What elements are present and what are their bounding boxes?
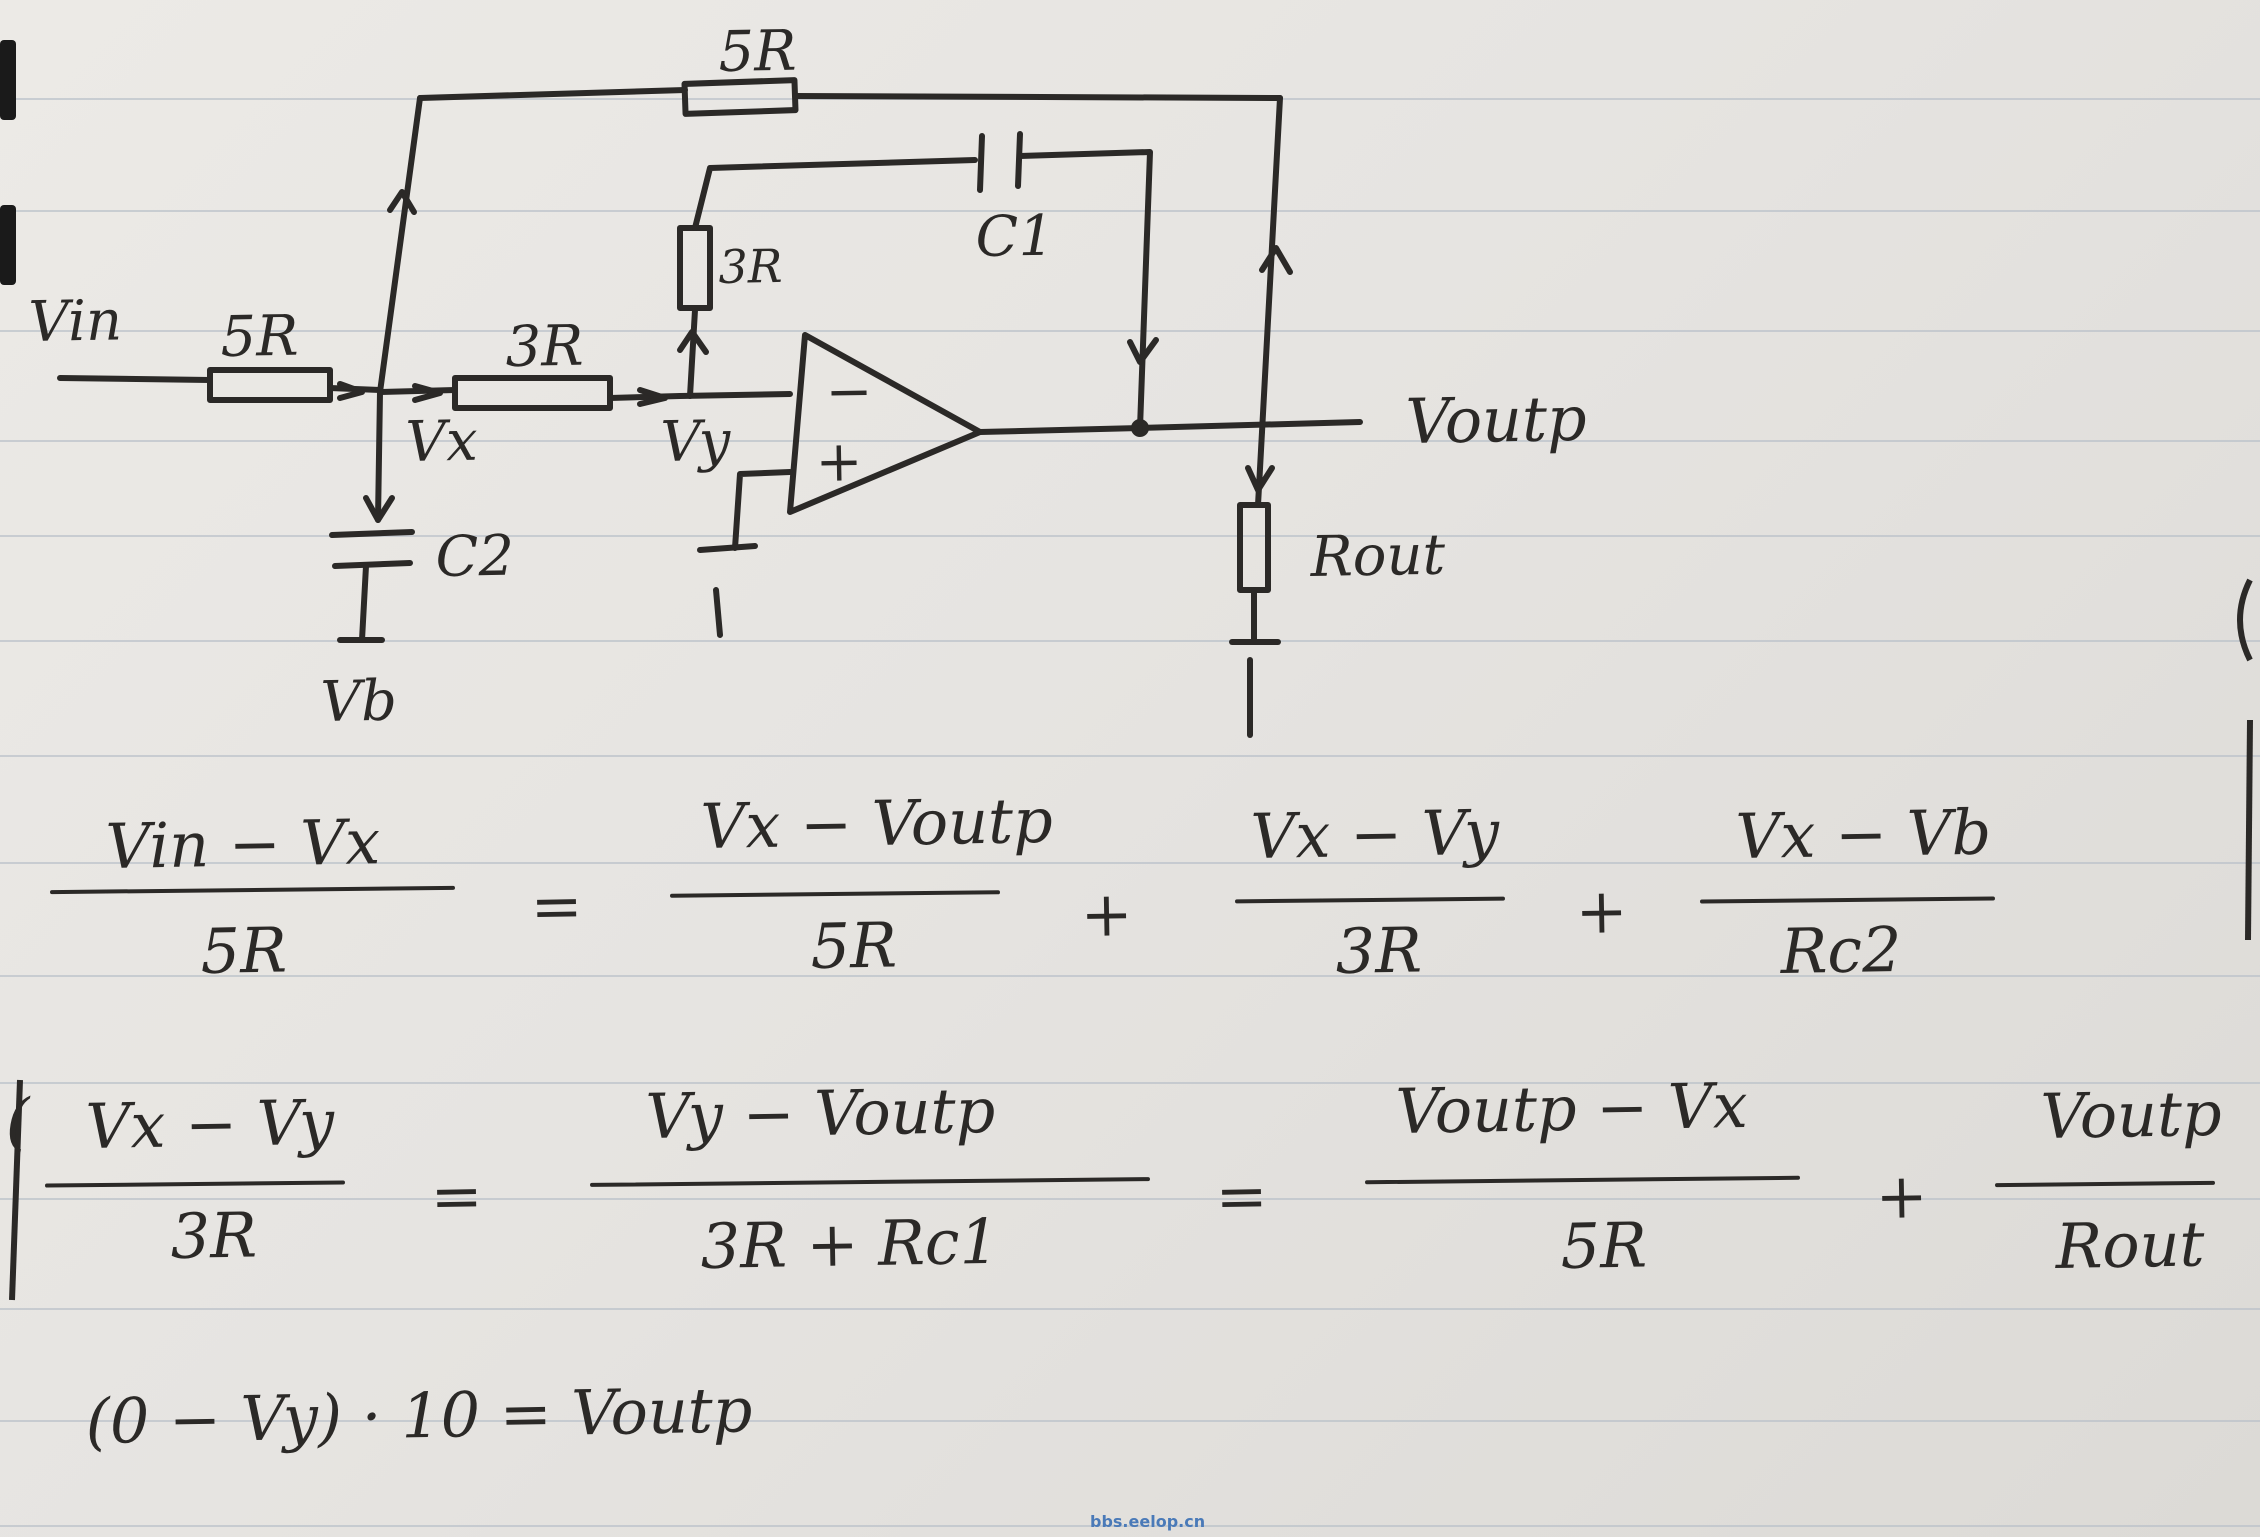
eq2-plus: + xyxy=(1875,1159,1929,1233)
capacitor-c1-plate xyxy=(1015,131,1023,189)
ruled-line xyxy=(0,330,2260,332)
eq2-t2-den: 5R xyxy=(1560,1208,1648,1283)
current-arrow-icon xyxy=(337,381,365,401)
label-minus: − xyxy=(825,359,874,425)
wire-c2-down xyxy=(359,563,369,643)
watermark: bbs.eelop.cn xyxy=(1090,1512,1206,1531)
eq2-t3-den: Rout xyxy=(2055,1207,2206,1283)
wire-vy-up xyxy=(687,307,698,399)
eq2-lhs-den: 3R xyxy=(170,1198,258,1273)
eq1-t1-num: Vx − Voutp xyxy=(700,783,1054,863)
eq1-plus2: + xyxy=(1575,874,1629,948)
eq2-t2-num: Voutp − Vx xyxy=(1395,1068,1749,1148)
ruled-line xyxy=(0,1198,2260,1200)
current-arrow-icon xyxy=(412,383,443,403)
eq2-brace: ( xyxy=(5,1084,31,1158)
label-vin: Vin xyxy=(28,288,123,355)
current-arrow-icon xyxy=(637,387,668,407)
eq2-t1-num: Vy − Voutp xyxy=(645,1073,996,1153)
current-arrow-icon xyxy=(363,495,395,523)
resistor-input-5r xyxy=(207,367,333,403)
label-feedback-5r: 5R xyxy=(718,18,797,85)
eq1-t3-num: Vx − Vb xyxy=(1735,795,1992,873)
wire-vy-to-minus xyxy=(677,391,793,399)
wire-vx-up xyxy=(377,95,423,395)
current-arrow-icon xyxy=(1259,245,1293,275)
label-c1: C1 xyxy=(975,203,1055,270)
ruled-line xyxy=(0,755,2260,757)
capacitor-c2-plate xyxy=(329,529,415,538)
eq1-lhs-num: Vin − Vx xyxy=(105,805,381,883)
ruled-line xyxy=(0,640,2260,642)
binder-mark xyxy=(0,205,16,285)
ruled-line xyxy=(0,440,2260,442)
eq1-t2-den: 3R xyxy=(1335,913,1423,988)
resistor-vertical-3r xyxy=(677,225,713,311)
label-series-3r: 3R xyxy=(505,313,584,380)
eq1-t2-num: Vx − Vy xyxy=(1250,795,1500,873)
current-arrow-icon xyxy=(1127,337,1159,365)
wire-to-rout xyxy=(1255,429,1265,508)
label-vertical-3r: 3R xyxy=(718,238,783,294)
wire-right-down xyxy=(1259,95,1283,435)
margin-brace xyxy=(2245,719,2253,941)
label-c2: C2 xyxy=(435,523,515,590)
current-arrow-icon xyxy=(1245,465,1275,493)
wire-top xyxy=(417,87,688,101)
ground-tick xyxy=(713,587,723,638)
wire-to-c2 xyxy=(375,389,383,523)
binder-mark xyxy=(0,40,16,120)
eq2-equals2: = xyxy=(1215,1159,1269,1233)
eq3: (0 − Vy) · 10 = Voutp xyxy=(85,1373,753,1458)
ruled-line xyxy=(0,535,2260,537)
eq2-t1-den: 3R + Rc1 xyxy=(700,1204,1000,1283)
eq2-lhs-num: Vx − Vy xyxy=(85,1085,335,1163)
resistor-series-3r xyxy=(452,375,613,411)
output-node xyxy=(1131,419,1149,437)
wire-top-right xyxy=(792,93,1283,101)
label-input-5r: 5R xyxy=(220,303,299,370)
capacitor-c2-plate xyxy=(332,560,413,569)
eq2-t3-num: Voutp xyxy=(2040,1076,2223,1153)
wire-c1-right xyxy=(1017,149,1153,431)
capacitor-c1-plate xyxy=(977,133,985,193)
output-wire xyxy=(977,419,1363,435)
eq1-t3-den: Rc2 xyxy=(1780,912,1903,988)
ruled-line xyxy=(0,1420,2260,1422)
eq1-lhs-den: 5R xyxy=(200,913,288,988)
label-rout: Rout xyxy=(1310,522,1446,590)
eq1-plus1: + xyxy=(1080,877,1134,951)
label-vy: Vy xyxy=(660,408,731,475)
current-arrow-icon xyxy=(387,189,417,215)
wire-vertical-up xyxy=(692,157,978,231)
eq1-t1-den: 5R xyxy=(810,908,898,983)
ground-bar xyxy=(697,543,758,553)
label-vx: Vx xyxy=(405,408,479,475)
resistor-feedback-5r xyxy=(681,77,799,117)
opamp-triangle xyxy=(787,332,983,515)
ruled-line xyxy=(0,1525,2260,1527)
ruled-line xyxy=(0,1082,2260,1084)
wire-3r-to-vy xyxy=(607,393,683,401)
margin-brace xyxy=(2237,578,2253,662)
label-plus: + xyxy=(815,429,864,495)
wire-plus xyxy=(732,469,793,551)
resistor-rout xyxy=(1237,502,1271,593)
label-voutp: Voutp xyxy=(1405,381,1588,458)
label-vb: Vb xyxy=(320,668,398,735)
eq1-equals: = xyxy=(530,869,584,943)
ruled-line xyxy=(0,975,2260,977)
input-wire xyxy=(57,375,213,383)
margin-brace xyxy=(9,1079,23,1301)
eq2-equals1: = xyxy=(430,1159,484,1233)
ruled-line xyxy=(0,210,2260,212)
wire-vx-to-3r xyxy=(377,387,458,395)
ruled-line xyxy=(0,1308,2260,1310)
ruled-line xyxy=(0,862,2260,864)
current-arrow-icon xyxy=(677,329,709,355)
